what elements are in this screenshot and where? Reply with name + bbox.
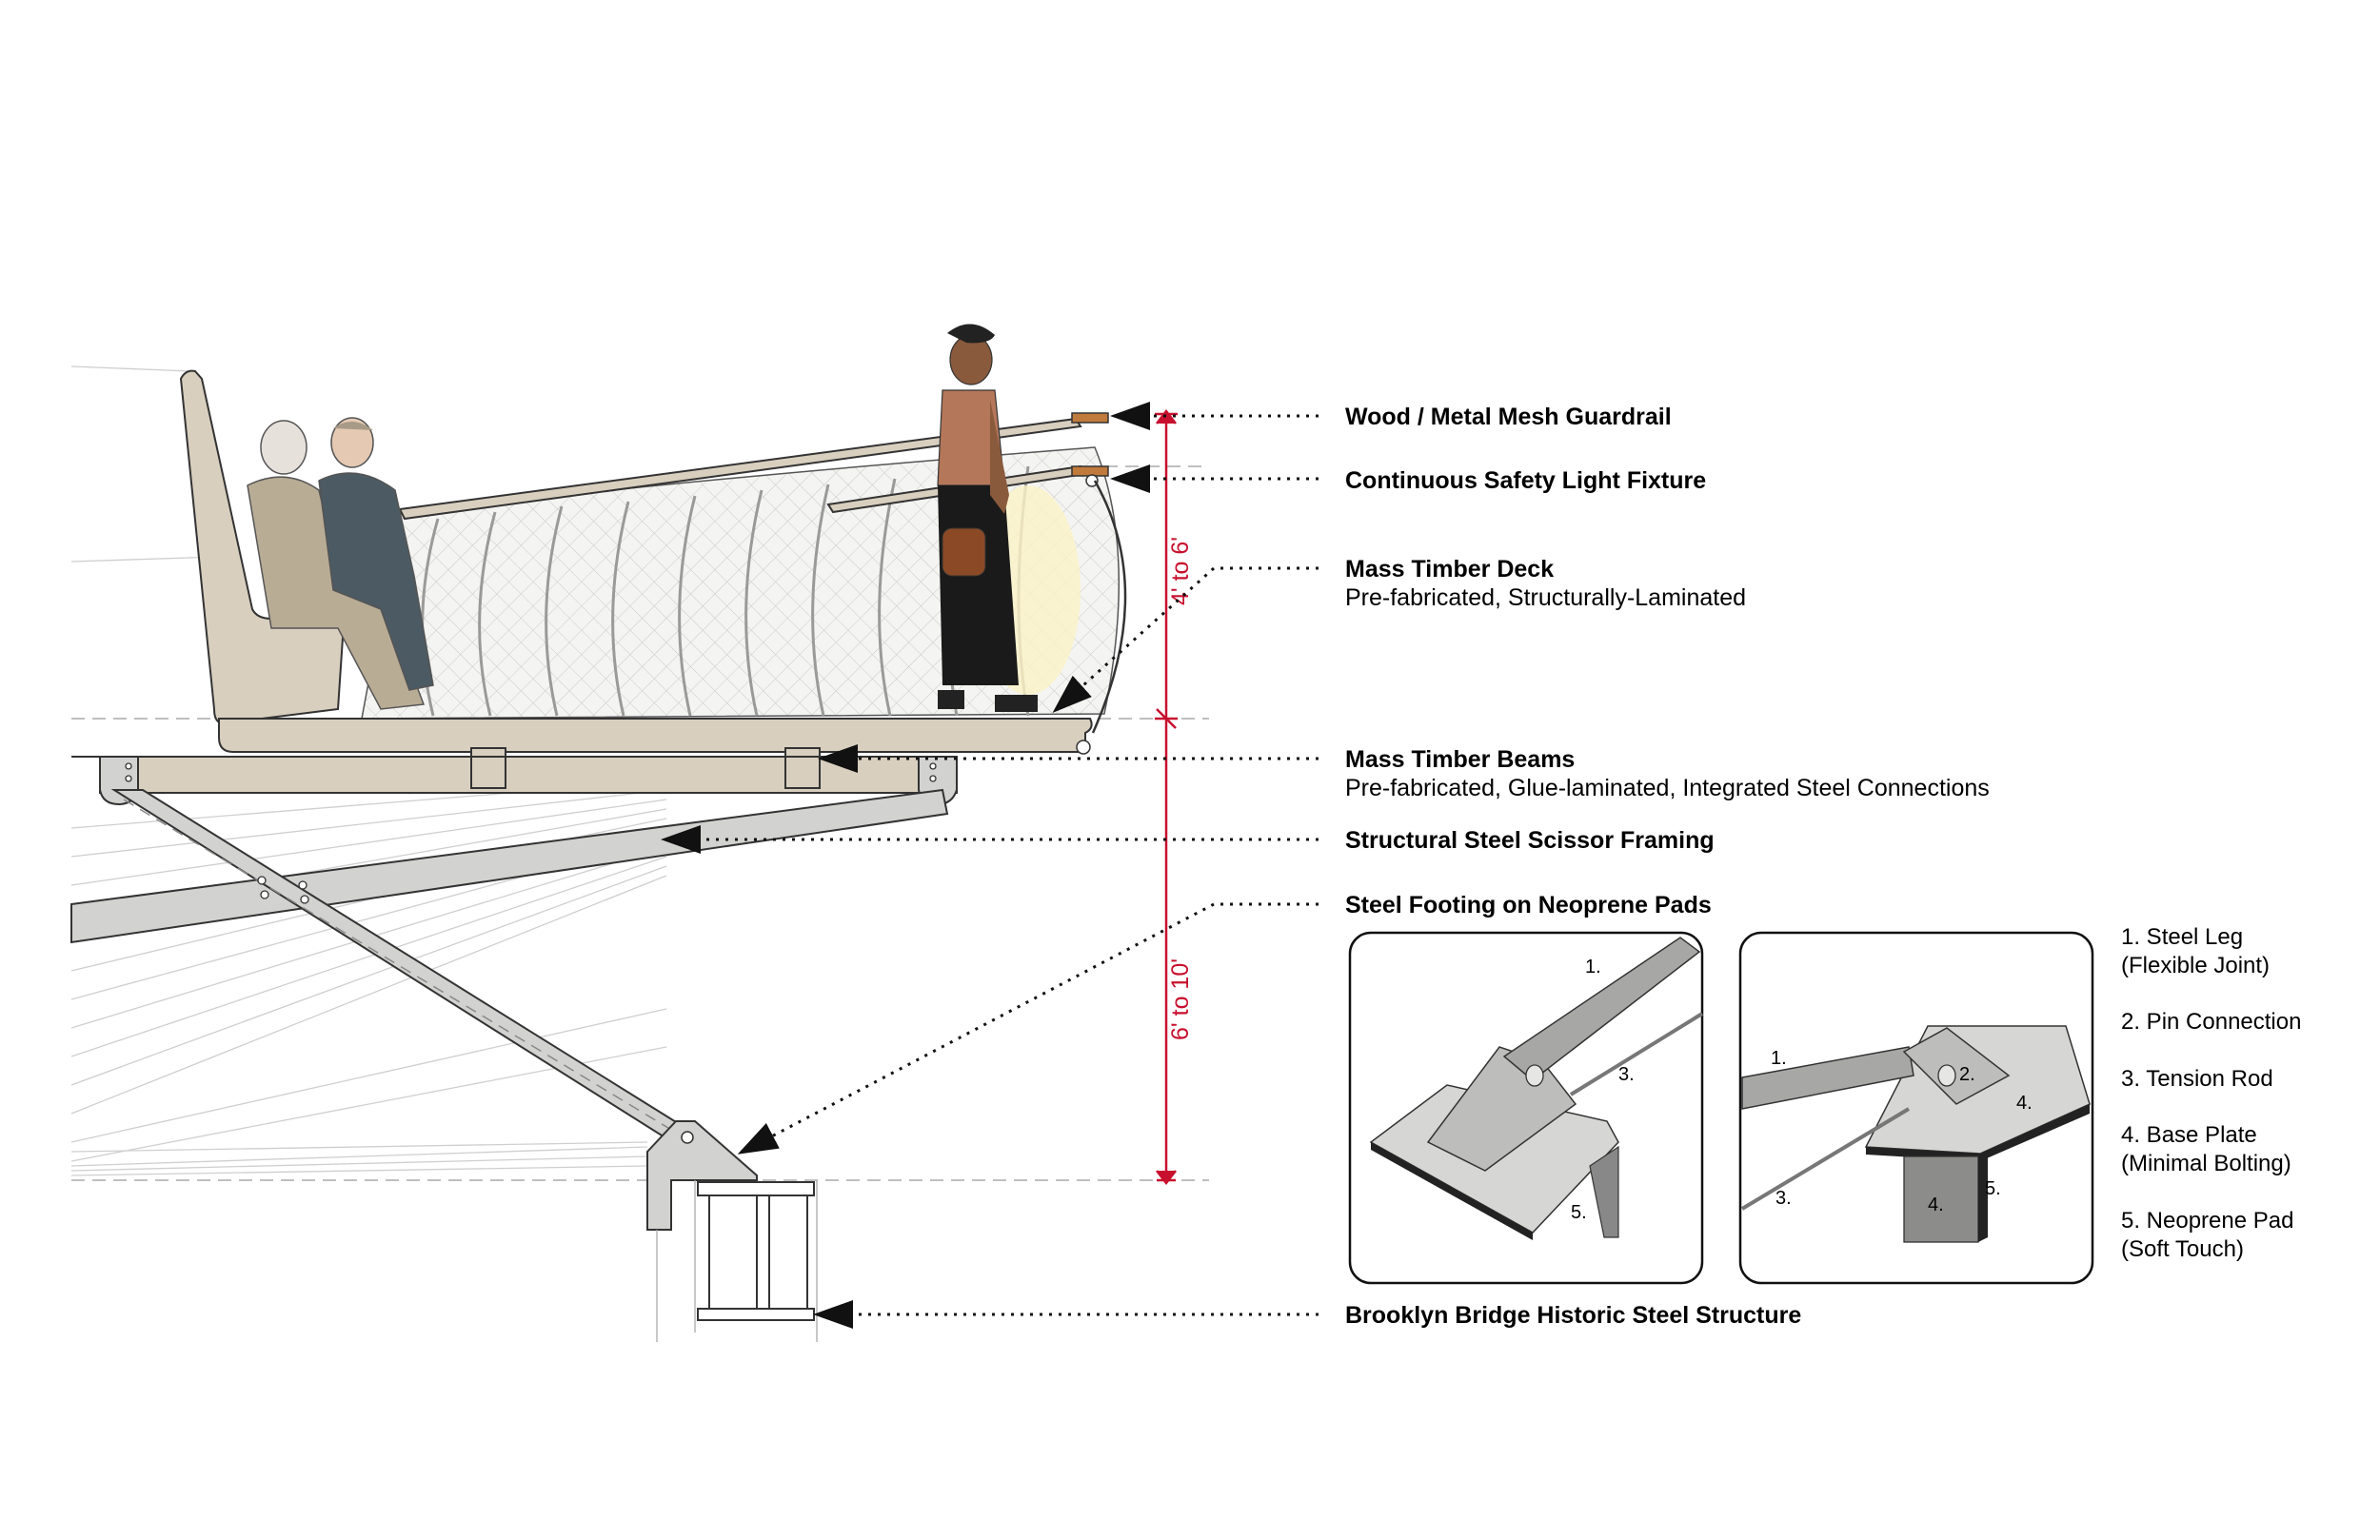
beam-block-left	[470, 747, 506, 789]
detail-right-num-1: 1.	[1771, 1048, 1787, 1069]
detail-right-num-4b: 4.	[1928, 1194, 1944, 1215]
callout-beams-sub: Pre-fabricated, Glue-laminated, Integrat…	[1345, 775, 1990, 801]
bracket-bolts	[125, 762, 937, 782]
legend-item-5-line2: (Soft Touch)	[2121, 1236, 2244, 1262]
legend-item-4-line1: 4. Base Plate	[2121, 1122, 2257, 1148]
detail-box-left	[1348, 931, 1704, 1285]
detail-left-num-5: 5.	[1571, 1202, 1587, 1223]
callout-bridge: Brooklyn Bridge Historic Steel Structure	[1345, 1302, 1801, 1329]
legend-item-1-line2: (Flexible Joint)	[2121, 953, 2270, 978]
guardrail-cap	[1071, 412, 1109, 424]
callout-light: Continuous Safety Light Fixture	[1345, 467, 1706, 494]
seated-couple	[247, 417, 434, 710]
leader-lines	[661, 402, 1319, 1329]
guardrail-top-rail	[398, 417, 1082, 521]
dimension-lower: 6' to 10'	[1167, 958, 1194, 1040]
dimension-line	[1155, 408, 1178, 1186]
legend-item-2-line1: 2. Pin Connection	[2121, 1009, 2301, 1035]
mass-timber-beam	[99, 756, 958, 794]
dimension-upper: 4' to 6'	[1167, 537, 1194, 605]
detail-right-num-5: 5.	[1985, 1178, 2001, 1199]
callout-guardrail: Wood / Metal Mesh Guardrail	[1345, 404, 1672, 430]
detail-box-right	[1738, 931, 2094, 1285]
legend: 1. Steel Leg (Flexible Joint) 2. Pin Con…	[2121, 924, 2301, 1262]
mesh-ribs	[421, 465, 1030, 717]
callout-beams: Mass Timber Beams	[1345, 746, 1575, 773]
legend-item-3-line1: 3. Tension Rod	[2121, 1066, 2273, 1092]
standing-woman	[937, 324, 1038, 712]
detail-left-num-3: 3.	[1618, 1064, 1635, 1085]
callout-footing: Steel Footing on Neoprene Pads	[1345, 892, 1712, 918]
callout-scissor: Structural Steel Scissor Framing	[1345, 827, 1715, 854]
steel-footing	[646, 1120, 758, 1231]
detail-right-num-3: 3.	[1775, 1188, 1792, 1209]
light-fixture-cap	[1071, 465, 1109, 477]
mass-timber-deck	[218, 718, 1093, 753]
detail-right-num-4a: 4.	[2016, 1093, 2033, 1114]
guardrail-curve	[1091, 480, 1127, 734]
detail-left-num-1: 1.	[1585, 957, 1601, 977]
footing-pin	[681, 1131, 694, 1144]
scissor-member-a	[70, 788, 949, 944]
callout-deck-sub: Pre-fabricated, Structurally-Laminated	[1345, 584, 1746, 611]
scissor-centerline	[123, 799, 701, 1148]
bridge-steel-post	[697, 1181, 815, 1321]
detail-right-num-2: 2.	[1959, 1064, 1975, 1085]
light-fixture-lamp	[1085, 474, 1099, 487]
deck-edge-lamp	[1076, 740, 1091, 755]
legend-item-1-line1: 1. Steel Leg	[2121, 924, 2243, 950]
callout-deck: Mass Timber Deck	[1345, 556, 1554, 582]
beam-block-right	[784, 747, 821, 789]
legend-item-4-line2: (Minimal Bolting)	[2121, 1151, 2291, 1176]
scissor-bolts	[257, 876, 309, 904]
legend-item-5-line1: 5. Neoprene Pad	[2121, 1208, 2293, 1234]
